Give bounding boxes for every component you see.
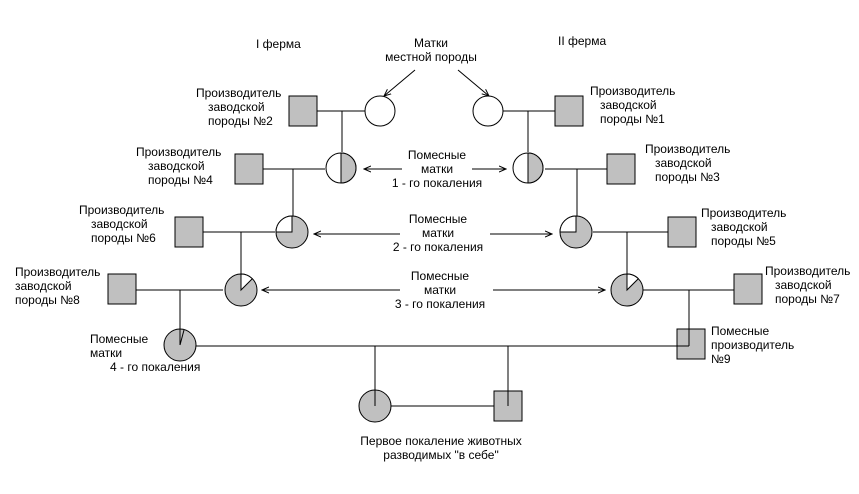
crossbred-sire-9-square [676,328,706,360]
farm-2-label: II ферма [558,34,607,48]
sire-7-square [733,273,763,305]
arrow-to-left-dam [384,69,416,96]
farm-1-label: I ферма [256,37,301,51]
sire-6-square [174,216,204,248]
sire-3-square [606,153,636,185]
arrow-to-right-dam [457,69,489,96]
local-dams-label: Матки местной породы [385,36,477,64]
sire-8-square [107,273,137,305]
sire-2-square [288,95,318,127]
sire-5-square [667,216,697,248]
sire-1-square [554,95,584,127]
local-dam-left-circle [364,95,396,127]
sire-4-square [234,153,264,185]
local-dam-right-circle [472,95,504,127]
connector-lines [136,110,734,407]
arrows [262,69,605,290]
